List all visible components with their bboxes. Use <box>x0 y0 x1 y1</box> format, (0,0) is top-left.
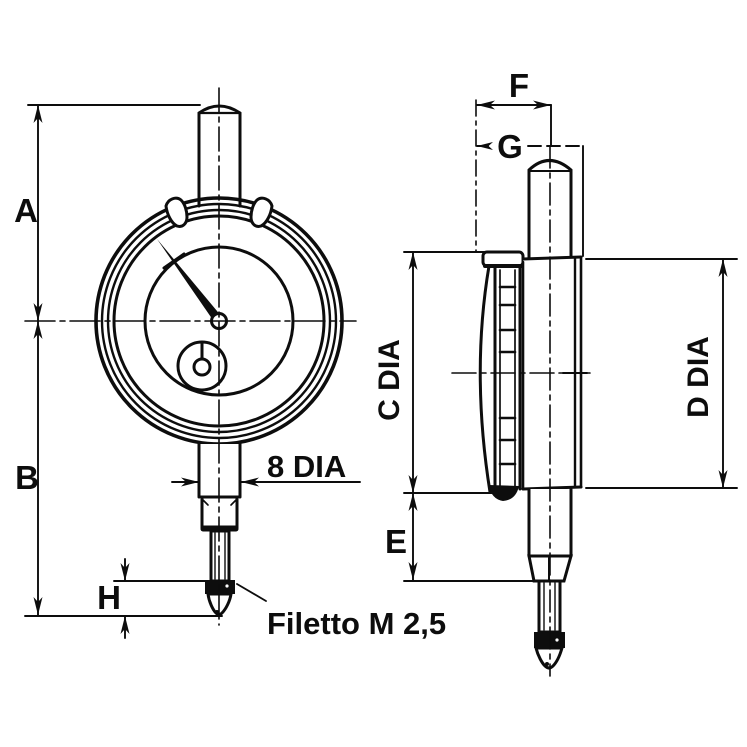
dimension-h <box>24 558 223 639</box>
thread-note-label: Filetto M 2,5 <box>267 606 446 641</box>
dimension-b-label: B <box>15 459 39 496</box>
sub-dial <box>176 340 228 392</box>
dimension-g <box>476 142 584 257</box>
dimension-a-b <box>27 104 201 616</box>
dimension-e-label: E <box>385 523 407 560</box>
labels: A B H 8 DIA Filetto M 2,5 F G E C DIA D … <box>14 67 715 641</box>
bezel-lug-left-icon <box>164 196 189 228</box>
dimension-d-label: D DIA <box>682 336 715 418</box>
stem-diameter-label: 8 DIA <box>267 449 346 484</box>
dimension-f-label: F <box>509 67 529 104</box>
needle-tick <box>162 252 186 270</box>
dimension-a-label: A <box>14 192 38 229</box>
thread-band <box>205 580 235 594</box>
dimension-stem-diameter <box>171 477 361 487</box>
side-bezel-tab <box>481 250 525 268</box>
knurled-bezel <box>489 265 522 501</box>
side-view <box>403 99 738 677</box>
dimension-g-label: G <box>497 128 523 165</box>
front-view <box>24 87 361 639</box>
dimension-c-e <box>403 251 534 582</box>
dimension-h-label: H <box>97 579 121 616</box>
dimension-f <box>476 100 552 147</box>
dimension-c-label: C DIA <box>373 339 406 421</box>
lens-arc <box>478 264 492 494</box>
thread-note-leader <box>236 583 267 602</box>
dimension-d <box>585 258 738 489</box>
bezel-lug-right-icon <box>249 196 274 228</box>
side-contact-point <box>534 646 564 670</box>
